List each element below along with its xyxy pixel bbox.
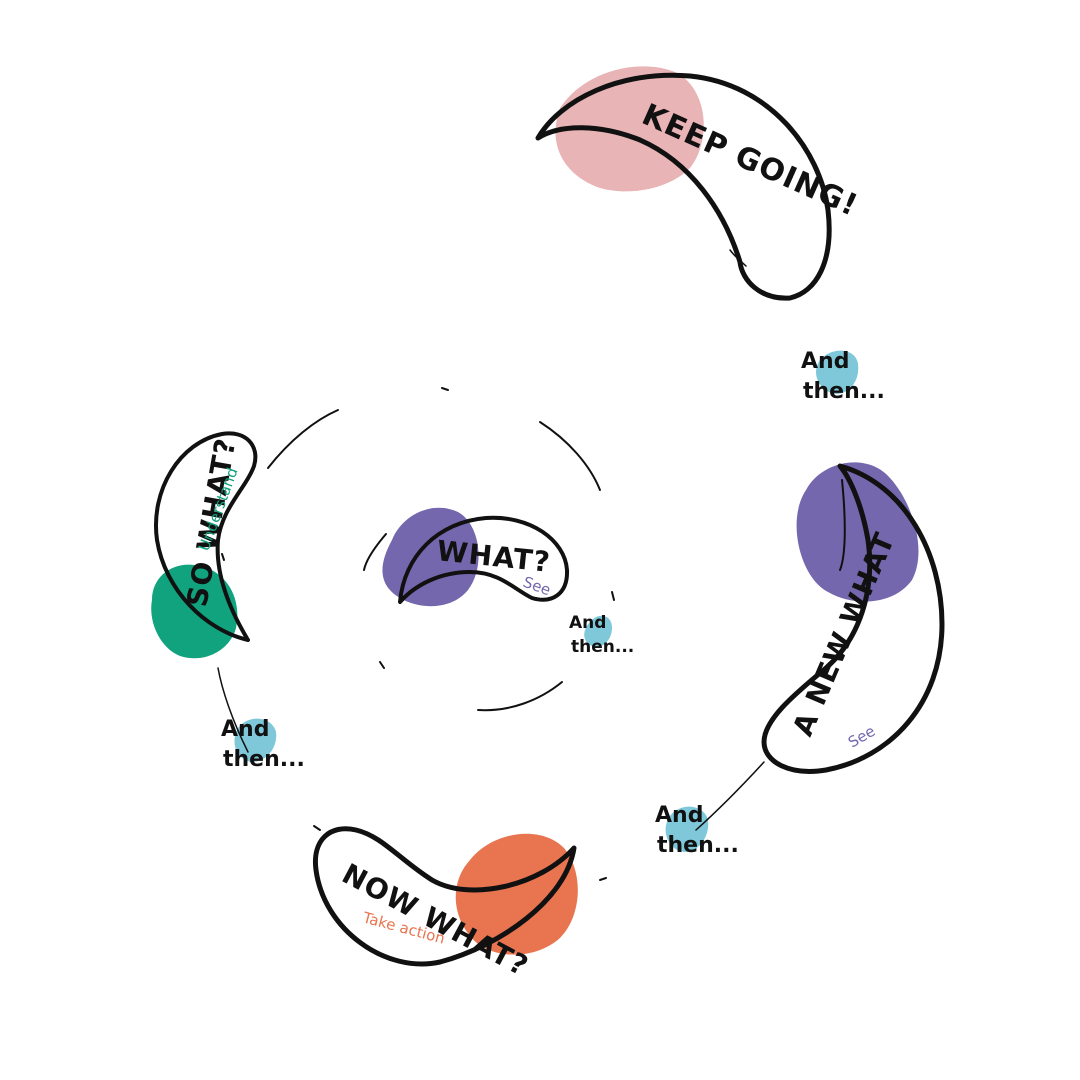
and-then-blob-3 [234,718,277,762]
so-what-outline [154,431,258,642]
and-then-label-2: And then... [569,613,634,657]
and-then-blob-1 [815,350,859,394]
inner-circle-arcs [217,249,765,881]
new-what-outline [761,463,945,774]
new-what-blob [796,462,919,602]
and-then-line1: And [569,613,606,633]
and-then-line2: then... [657,833,739,858]
now-what-outline [312,826,577,967]
and-then-line1: And [221,717,269,742]
and-then-line1: And [801,349,849,374]
and-then-blob-4 [665,806,709,852]
and-then-label-1: And then... [801,349,885,404]
new-what-inner-fold [839,479,846,571]
new-what-subtitle: See [845,722,878,752]
and-then-line2: then... [803,379,885,404]
keep-going-blob [555,66,704,192]
and-then-line2: then... [571,637,634,657]
and-then-line2: then... [223,747,305,772]
and-then-label-4: And then... [655,803,739,858]
and-then-line1: And [655,803,703,828]
now-what-blob [455,833,578,955]
and-then-label-3: And then... [221,717,305,772]
what-blob [382,507,479,607]
and-then-blob-2 [584,615,612,647]
keep-going-outline [535,72,832,301]
what-outline [398,515,570,604]
